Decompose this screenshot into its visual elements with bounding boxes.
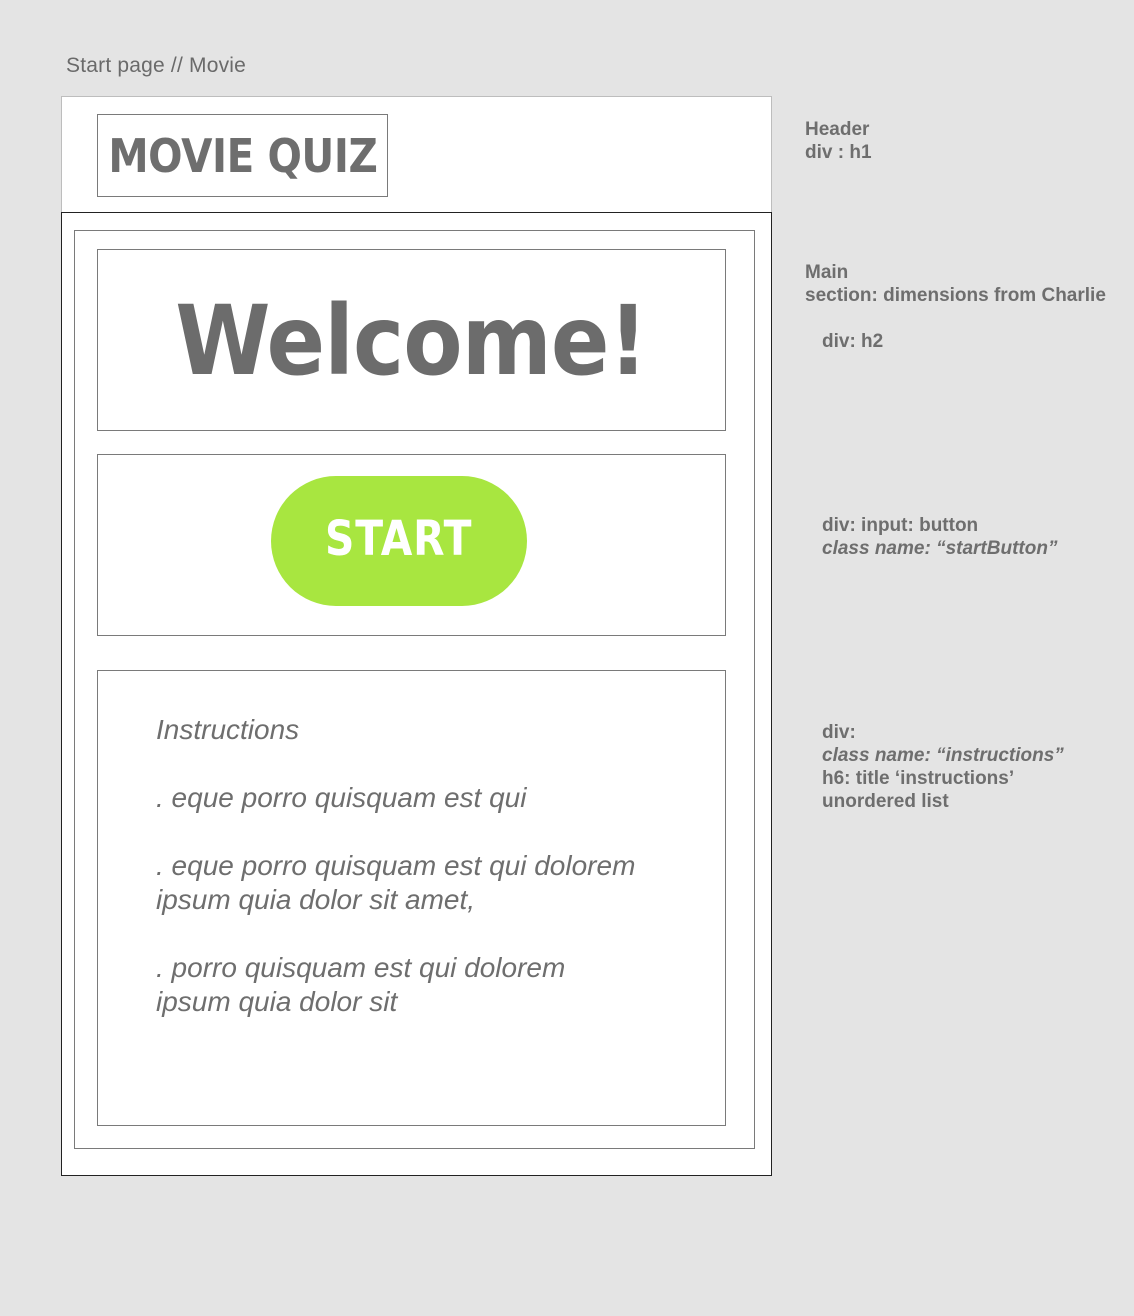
annotation-line: div: input: button: [822, 515, 979, 536]
annotation-line: div : h1: [805, 142, 872, 163]
annotation-line: class name: “instructions”: [822, 745, 1064, 766]
annotation-line: section: dimensions from Charlie: [805, 285, 1106, 306]
instructions-title: Instructions: [156, 714, 300, 745]
start-button-label: START: [325, 511, 473, 567]
annotation-line: unordered list: [822, 791, 949, 812]
instruction-line: . eque porro quisquam est qui: [156, 782, 527, 813]
welcome-heading: Welcome!: [175, 285, 649, 397]
instruction-item: . eque porro quisquam est qui dolorem ip…: [156, 849, 635, 917]
annotation-button: div: input: button class name: “startBut…: [822, 514, 1057, 560]
instruction-item: . eque porro quisquam est qui: [156, 781, 526, 815]
logo-heading: MOVIE QUIZ: [107, 128, 378, 183]
main-section: [74, 230, 755, 1149]
page-title: Start page // Movie: [66, 54, 247, 77]
annotation-line: div: h2: [822, 331, 884, 352]
annotation-welcome: div: h2: [822, 330, 883, 353]
annotation-line: Header: [805, 119, 870, 140]
instruction-line: ipsum quia dolor sit: [156, 986, 398, 1017]
welcome-box: Welcome!: [97, 249, 726, 431]
annotation-line: class name: “startButton”: [822, 538, 1058, 559]
instruction-line: . eque porro quisquam est qui dolorem: [156, 850, 636, 881]
annotation-header: Header div : h1: [805, 118, 872, 164]
annotation-main: Main section: dimensions from Charlie: [805, 261, 1106, 307]
start-button[interactable]: START: [271, 476, 527, 606]
instruction-item: . porro quisquam est qui dolorem ipsum q…: [156, 951, 565, 1019]
annotation-line: div:: [822, 722, 856, 743]
annotation-instructions: div: class name: “instructions” h6: titl…: [822, 721, 1064, 813]
annotation-line: h6: title ‘instructions’: [822, 768, 1015, 789]
instructions-box: [97, 670, 726, 1126]
instruction-line: . porro quisquam est qui dolorem: [156, 952, 566, 983]
logo-box: MOVIE QUIZ: [97, 114, 388, 197]
annotation-line: Main: [805, 262, 849, 283]
wireframe-header: [61, 96, 772, 213]
instruction-line: ipsum quia dolor sit amet,: [156, 884, 476, 915]
